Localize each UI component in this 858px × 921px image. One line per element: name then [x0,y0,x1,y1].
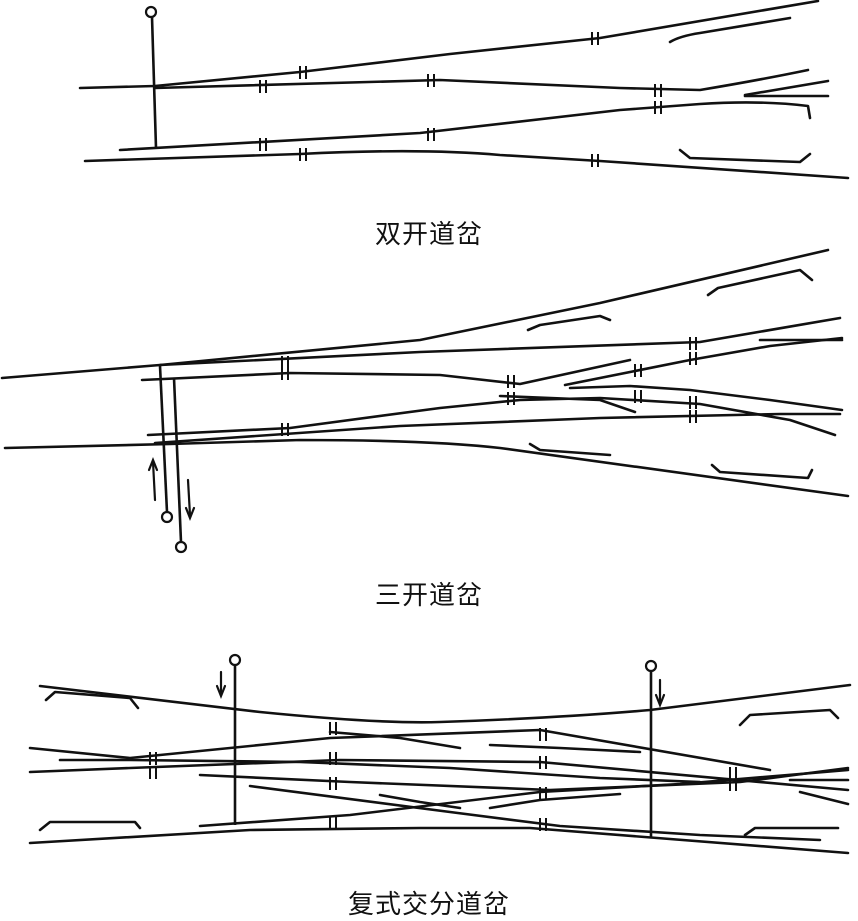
inner-rails [118,68,830,152]
crossing-rails [28,728,850,842]
insulated-joints [259,32,662,167]
caption-double-slip-switch: 复式交分道岔 [347,890,510,920]
double-turnout-diagram [78,0,850,180]
lower-branch-rail [83,148,850,180]
switch-levers [228,653,658,838]
switch-levers [158,365,188,554]
upper-branch-rail [78,0,820,90]
direction-arrows [215,670,666,708]
direction-arrows [147,457,196,521]
caption-double-turnout: 双开道岔 [374,220,483,250]
switch-lever [144,5,158,149]
caption-three-throw-turnout: 三开道岔 [374,581,483,611]
outer-rails [0,248,850,498]
three-throw-turnout-diagram [0,248,850,554]
double-slip-switch-diagram [28,653,852,855]
inner-rails [140,316,844,445]
insulated-joints [149,722,737,831]
outer-rails [28,683,852,855]
insulated-joints [281,337,697,436]
